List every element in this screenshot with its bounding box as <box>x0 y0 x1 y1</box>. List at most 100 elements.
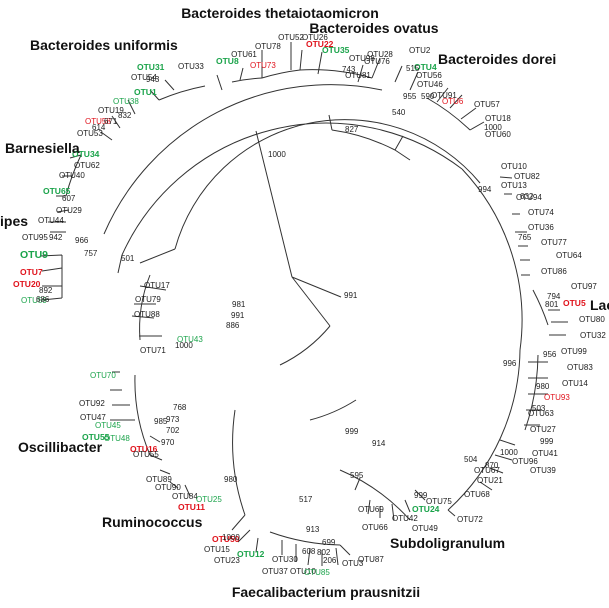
otu-label: OTU79 <box>135 295 161 304</box>
bootstrap-value: 1000 <box>175 341 193 350</box>
otu-label: OTU90 <box>155 483 181 492</box>
otu-label: OTU72 <box>457 515 483 524</box>
genus-label: ipes <box>0 213 28 229</box>
branch <box>56 154 82 197</box>
otu-label: OTU31 <box>137 62 165 72</box>
otu-label: OTU58 <box>85 117 111 126</box>
genus-label: Ruminococcus <box>102 514 203 530</box>
otu-label: OTU60 <box>485 130 511 139</box>
otu-label: OTU46 <box>417 80 443 89</box>
otu-label: OTU4 <box>414 62 437 72</box>
otu-label: OTU91 <box>431 91 457 100</box>
bootstrap-value: 943 <box>146 75 160 84</box>
bootstrap-value: 994 <box>478 185 492 194</box>
otu-label: OTU38 <box>113 97 139 106</box>
bootstrap-value: 999 <box>540 437 554 446</box>
otu-label: OTU83 <box>567 363 593 372</box>
branch <box>447 349 521 511</box>
bootstrap-value: 794 <box>547 292 561 301</box>
otu-label: OTU28 <box>367 50 393 59</box>
bootstrap-value: 980 <box>224 475 238 484</box>
otu-label: OTU19 <box>98 106 124 115</box>
bootstrap-value: 870 <box>485 461 499 470</box>
branch <box>354 477 426 521</box>
otu-label: OTU69 <box>358 505 384 514</box>
bootstrap-value: 608 <box>302 547 316 556</box>
otu-label: OTU49 <box>412 524 438 533</box>
otu-label: OTU33 <box>178 62 204 71</box>
otu-label: OTU73 <box>250 61 276 70</box>
branch <box>103 84 383 235</box>
otu-label: OTU1 <box>134 87 157 97</box>
bootstrap-value: 632 <box>520 192 534 201</box>
branch <box>231 409 259 553</box>
bootstrap-value: 913 <box>306 525 320 534</box>
bootstrap-value: 595 <box>350 471 364 480</box>
bootstrap-value: 614 <box>92 123 106 132</box>
otu-label: OTU52 <box>278 33 304 42</box>
bootstrap-value: 827 <box>345 125 359 134</box>
otu-label: OTU65 <box>43 186 71 196</box>
branch <box>279 325 357 421</box>
otu-label: OTU3 <box>342 559 364 568</box>
bootstrap-value: 981 <box>232 300 246 309</box>
bootstrap-value: 1000 <box>484 123 502 132</box>
branch <box>174 119 481 250</box>
bootstrap-value: 886 <box>226 321 240 330</box>
branch <box>261 42 323 78</box>
otu-label: OTU78 <box>255 42 281 51</box>
genus-label: Oscillibacter <box>18 439 103 455</box>
bootstrap-value: 757 <box>84 249 98 258</box>
otu-label: OTU77 <box>541 238 567 247</box>
otu-label: OTU55 <box>82 432 110 442</box>
otu-label: OTU80 <box>579 315 605 324</box>
otu-label: OTU71 <box>140 346 166 355</box>
tree-branches <box>39 42 568 566</box>
bootstrap-value: 802 <box>317 548 331 557</box>
otu-label: OTU6 <box>442 97 464 106</box>
otu-label: OTU96 <box>512 457 538 466</box>
otu-label: OTU48 <box>104 434 130 443</box>
otu-label: OTU13 <box>501 181 527 190</box>
otu-label: OTU29 <box>56 206 82 215</box>
otu-label: OTU21 <box>477 476 503 485</box>
otu-label: OTU98 <box>349 54 375 63</box>
branch <box>139 248 176 264</box>
otu-label: OTU97 <box>571 282 597 291</box>
branch <box>515 231 530 276</box>
bootstrap-value: 991 <box>344 291 358 300</box>
bootstrap-value: 504 <box>464 455 478 464</box>
otu-label: OTU95 <box>22 233 48 242</box>
bootstrap-value: 999 <box>345 427 359 436</box>
branch <box>131 274 167 341</box>
genus-label: Faecalibacterium prausnitzii <box>232 584 420 600</box>
otu-label: OTU50 <box>212 534 240 544</box>
bootstrap-value: 985 <box>154 417 168 426</box>
bootstrap-value: 956 <box>543 350 557 359</box>
branch <box>110 371 151 456</box>
otu-label: OTU44 <box>38 216 64 225</box>
otu-label: OTU94 <box>516 193 542 202</box>
otu-label: OTU25 <box>196 495 222 504</box>
bootstrap-value: 832 <box>118 111 132 120</box>
otu-label: OTU74 <box>528 208 554 217</box>
branch <box>255 130 342 327</box>
bootstrap-value: 914 <box>372 439 386 448</box>
bootstrap-value: 999 <box>414 491 428 500</box>
otu-label: OTU89 <box>146 475 172 484</box>
otu-label: OTU55 <box>133 450 159 459</box>
bootstrap-value: 671 <box>104 117 118 126</box>
branch <box>357 57 419 91</box>
bootstrap-value: 970 <box>161 438 175 447</box>
otu-label: OTU7 <box>20 267 43 277</box>
otu-label: OTU40 <box>59 171 85 180</box>
otu-label: OTU64 <box>556 251 582 260</box>
otu-label: OTU10 <box>290 567 316 576</box>
otu-label: OTU35 <box>322 45 350 55</box>
branch <box>48 209 70 233</box>
genus-label: Subdoligranulum <box>390 535 505 551</box>
bootstrap-value: 517 <box>299 495 313 504</box>
otu-label: OTU63 <box>528 409 554 418</box>
